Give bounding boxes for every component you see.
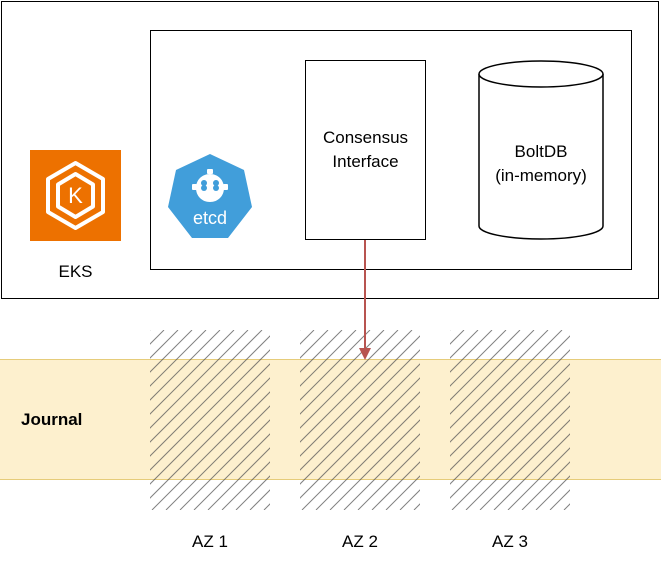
az3-label: AZ 3 xyxy=(492,532,528,551)
hatch-line xyxy=(179,419,270,510)
hatch-line xyxy=(521,461,570,510)
hatch-line xyxy=(150,377,270,499)
hatch-line xyxy=(563,503,570,510)
hatch-line xyxy=(535,475,570,510)
hatch-line xyxy=(385,475,420,510)
hatch-line xyxy=(357,447,420,510)
hatch-line xyxy=(399,489,420,510)
hatch-line xyxy=(450,335,570,457)
hatch-line xyxy=(451,391,570,510)
hatch-line xyxy=(300,330,399,429)
hatch-line xyxy=(150,330,179,359)
hatch-line xyxy=(150,330,193,373)
hatch-line xyxy=(150,330,207,387)
eks-container xyxy=(1,1,659,299)
hatch-line xyxy=(150,335,270,457)
hatch-line xyxy=(300,363,420,485)
hatch-line xyxy=(507,447,570,510)
eks-icon: K xyxy=(30,150,121,241)
hatch-line xyxy=(413,503,420,510)
hatch-line xyxy=(300,330,385,415)
hatch-line xyxy=(450,330,493,373)
hatch-line xyxy=(300,330,357,387)
hatch-line xyxy=(450,349,570,471)
hatch-line xyxy=(450,363,570,485)
hatch-line xyxy=(193,433,270,510)
hatch-line xyxy=(150,363,270,485)
hatch-line xyxy=(300,330,413,443)
hatch-line xyxy=(549,489,570,510)
az1-label: AZ 1 xyxy=(192,532,228,551)
hatch-line xyxy=(300,377,420,499)
hatch-line xyxy=(150,330,221,401)
hatch-line xyxy=(315,405,420,510)
hatch-line xyxy=(450,330,479,359)
az2-zone xyxy=(300,330,420,510)
hatch-line xyxy=(450,330,549,429)
hatch-line xyxy=(300,330,315,345)
hatch-line xyxy=(450,330,507,387)
hatch-line xyxy=(221,461,270,510)
hatch-line xyxy=(150,330,263,443)
hatch-line xyxy=(450,330,535,415)
hatch-line xyxy=(150,330,249,429)
hatch-line xyxy=(493,433,570,510)
hatch-line xyxy=(150,330,235,415)
hatch-line xyxy=(150,330,165,345)
hatch-line xyxy=(450,377,570,499)
hatch-line xyxy=(300,335,420,457)
etcd-icon: etcd xyxy=(168,154,252,238)
hatch-line xyxy=(263,503,270,510)
hatch-line xyxy=(329,419,420,510)
boltdb-label: BoltDB (in-memory) xyxy=(495,142,587,185)
az2-label: AZ 2 xyxy=(342,532,378,551)
hatch-line xyxy=(465,405,570,510)
hatch-line xyxy=(207,447,270,510)
hatch-line xyxy=(450,330,521,401)
az3-zone xyxy=(450,330,570,510)
hatch-line xyxy=(301,391,420,510)
cylinder-icon xyxy=(478,60,604,240)
eks-label: EKS xyxy=(58,262,93,281)
hatch-line xyxy=(150,349,270,471)
hatch-line xyxy=(479,419,570,510)
hatch-line xyxy=(343,433,420,510)
etcd-logo-text: etcd xyxy=(193,208,227,228)
svg-text:K: K xyxy=(68,183,83,208)
journal-band xyxy=(0,359,661,480)
hatch-line xyxy=(300,330,371,401)
hatch-line xyxy=(450,330,563,443)
consensus-interface-box: Consensus Interface xyxy=(305,60,426,240)
etcd-container xyxy=(150,30,632,270)
hatch-line xyxy=(450,330,465,345)
hatch-line xyxy=(371,461,420,510)
hatch-line xyxy=(165,405,270,510)
hatch-line xyxy=(151,391,270,510)
az1-zone xyxy=(150,330,270,510)
hatch-line xyxy=(235,475,270,510)
hatch-line xyxy=(300,330,343,373)
hatch-line xyxy=(300,349,420,471)
hatch-line xyxy=(300,330,329,359)
hatch-line xyxy=(249,489,270,510)
consensus-to-journal-arrow xyxy=(359,240,371,360)
journal-label: Journal xyxy=(21,410,83,429)
